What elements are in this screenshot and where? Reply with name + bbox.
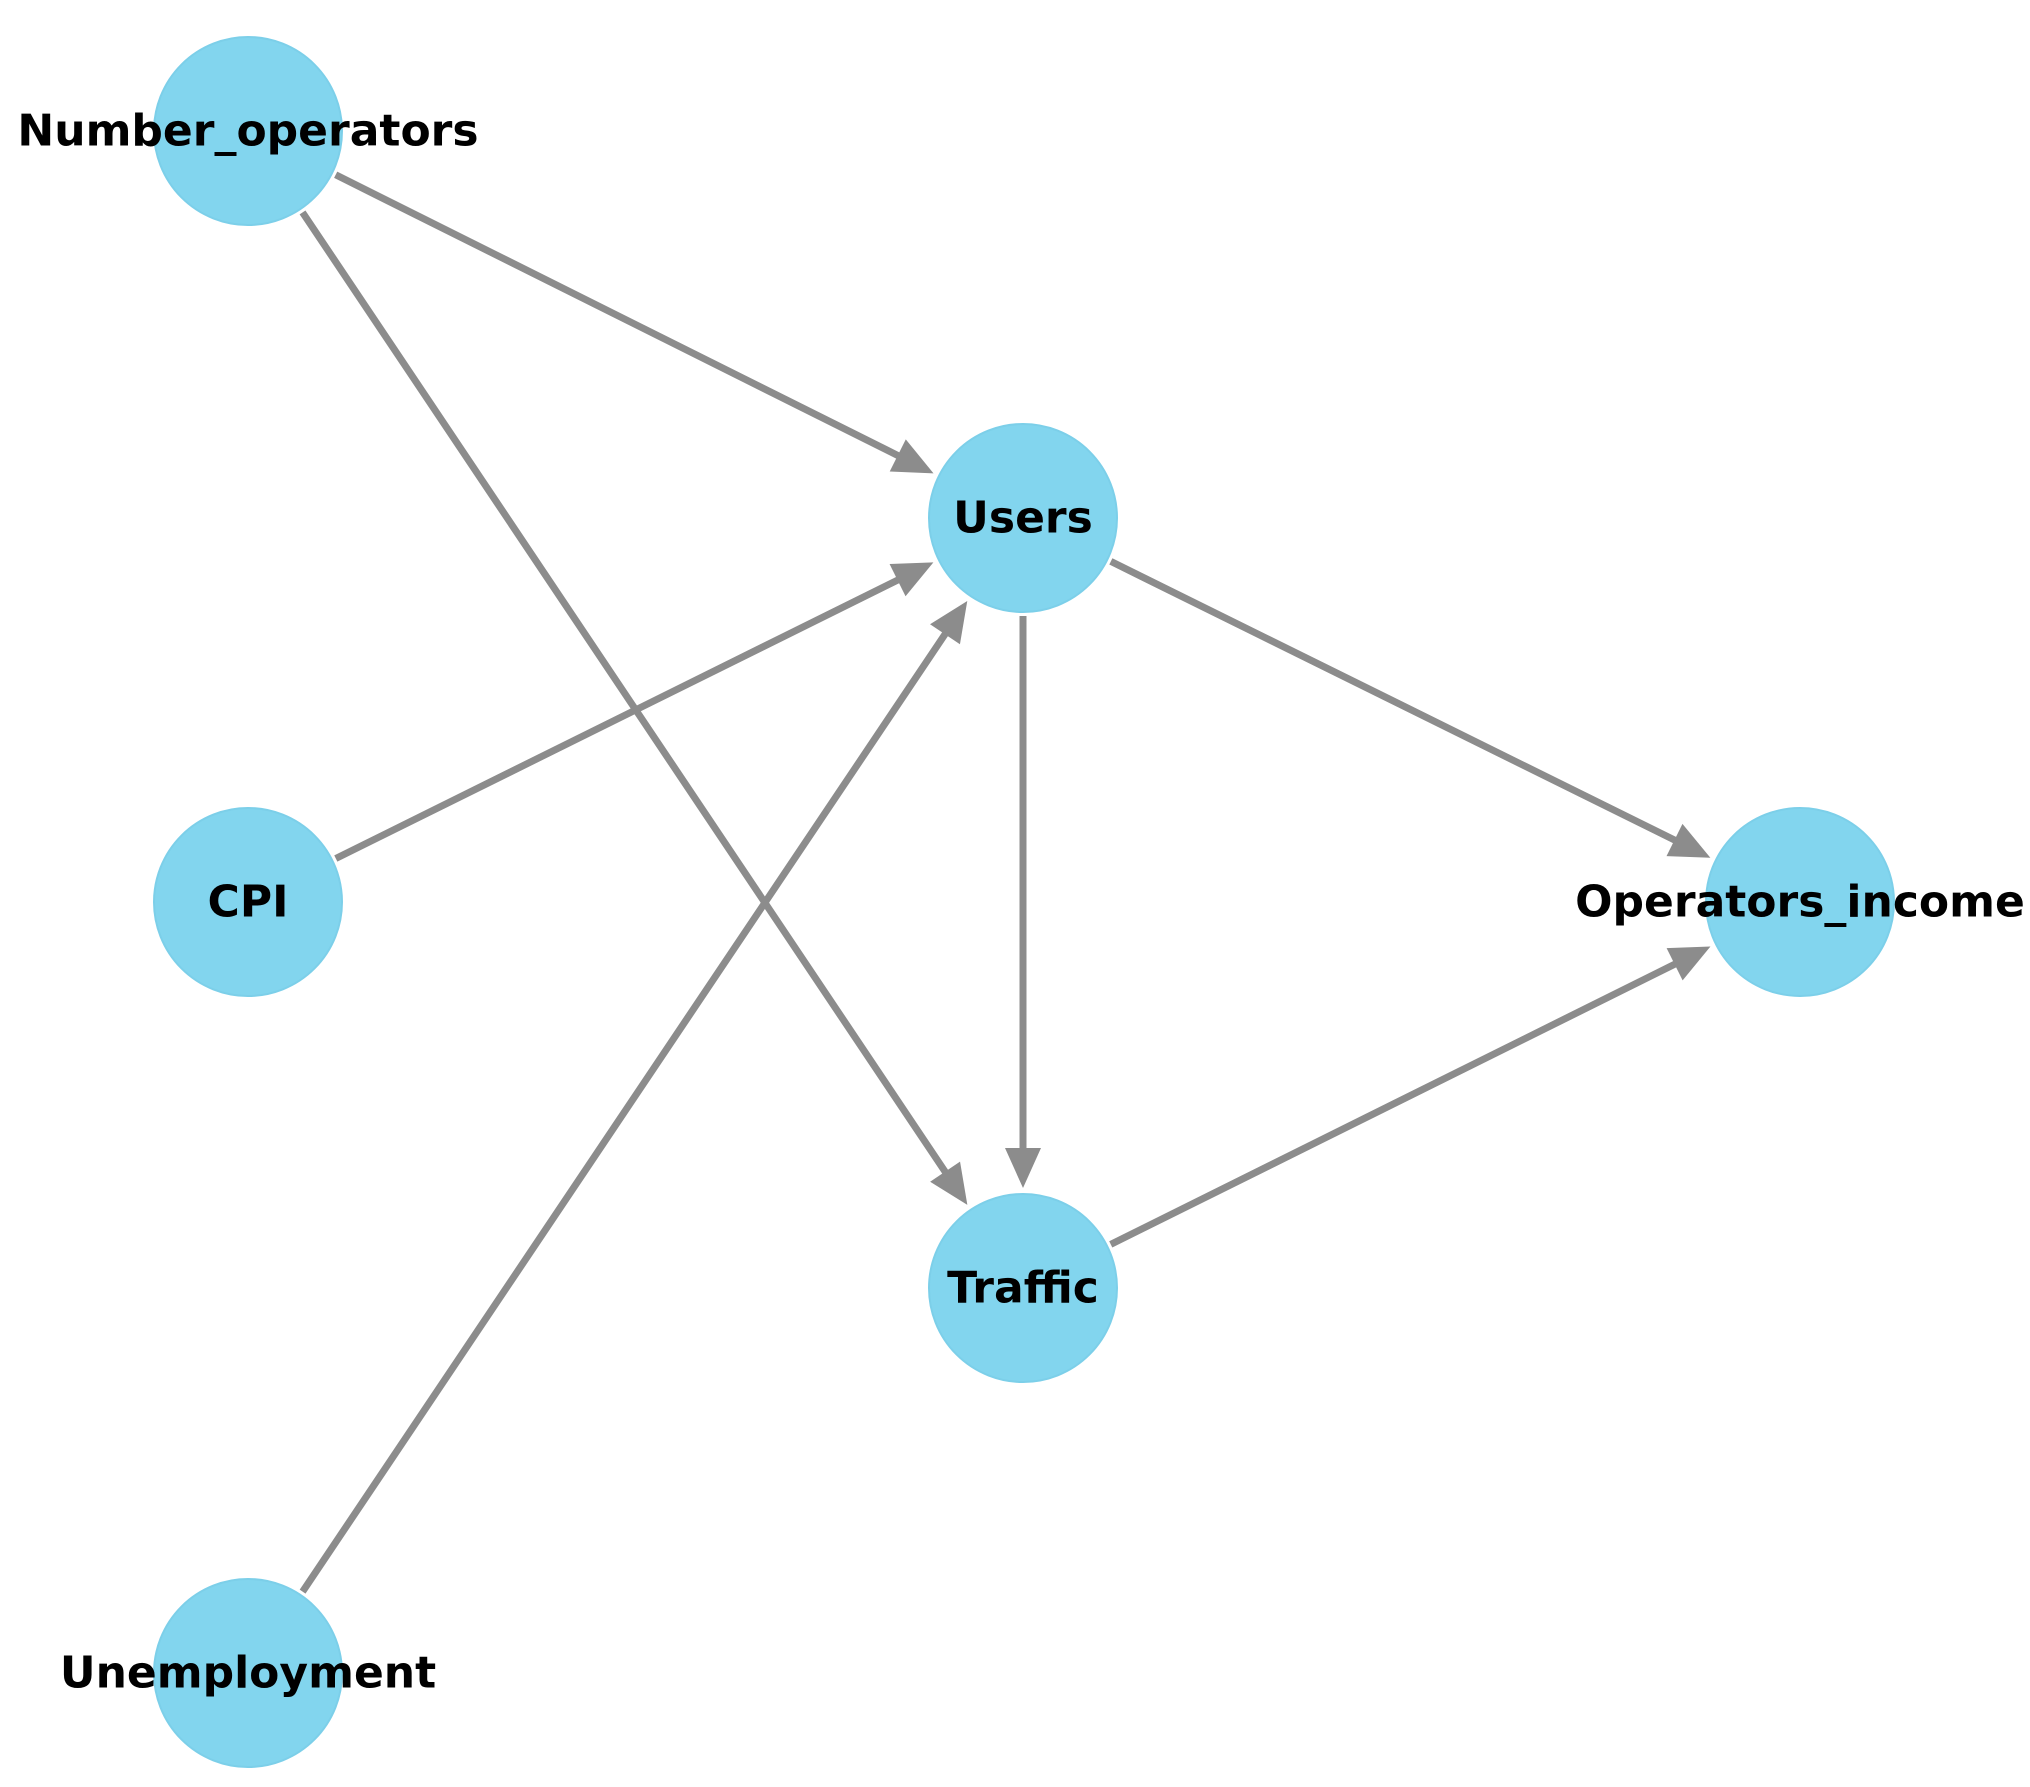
node-circle xyxy=(928,1193,1118,1383)
edge-number-operators-to-traffic xyxy=(299,210,968,1205)
edge-line xyxy=(299,630,950,1594)
edge-line xyxy=(299,210,950,1176)
node-label: Operators_income xyxy=(1575,877,2025,928)
arrowhead-icon xyxy=(889,562,934,597)
node-circle xyxy=(153,1578,343,1768)
node-operators-income: Operators_income xyxy=(1575,807,2025,997)
node-number-operators: Number_operators xyxy=(17,36,479,226)
node-label: Unemployment xyxy=(60,1648,436,1699)
node-label: Users xyxy=(953,493,1093,544)
node-circle xyxy=(928,423,1118,613)
node-circle xyxy=(153,36,343,226)
node-unemployment: Unemployment xyxy=(60,1578,436,1768)
arrowhead-icon xyxy=(930,601,968,645)
edge-traffic-to-operators-income xyxy=(1109,946,1711,1248)
edge-number-operators-to-users xyxy=(334,171,934,474)
edge-line xyxy=(1109,960,1678,1248)
arrowhead-icon xyxy=(1005,1148,1041,1188)
node-label: Traffic xyxy=(947,1263,1099,1314)
arrowhead-icon xyxy=(930,1161,968,1205)
node-users: Users xyxy=(928,423,1118,613)
node-cpi: CPI xyxy=(153,807,343,997)
edge-line xyxy=(334,171,902,460)
node-traffic: Traffic xyxy=(928,1193,1118,1383)
edge-cpi-to-users xyxy=(334,562,934,862)
edge-unemployment-to-users xyxy=(299,601,968,1594)
node-circle xyxy=(153,807,343,997)
arrowhead-icon xyxy=(1666,946,1711,981)
node-circle xyxy=(1705,807,1895,997)
edges-layer xyxy=(299,171,1711,1594)
edge-line xyxy=(334,576,901,862)
node-label: CPI xyxy=(208,877,289,928)
edge-users-to-operators-income xyxy=(1109,558,1711,858)
edge-users-to-traffic xyxy=(1005,616,1041,1188)
arrowhead-icon xyxy=(1666,823,1711,858)
node-label: Number_operators xyxy=(17,106,478,157)
arrowhead-icon xyxy=(889,439,934,474)
edge-line xyxy=(1109,558,1678,844)
